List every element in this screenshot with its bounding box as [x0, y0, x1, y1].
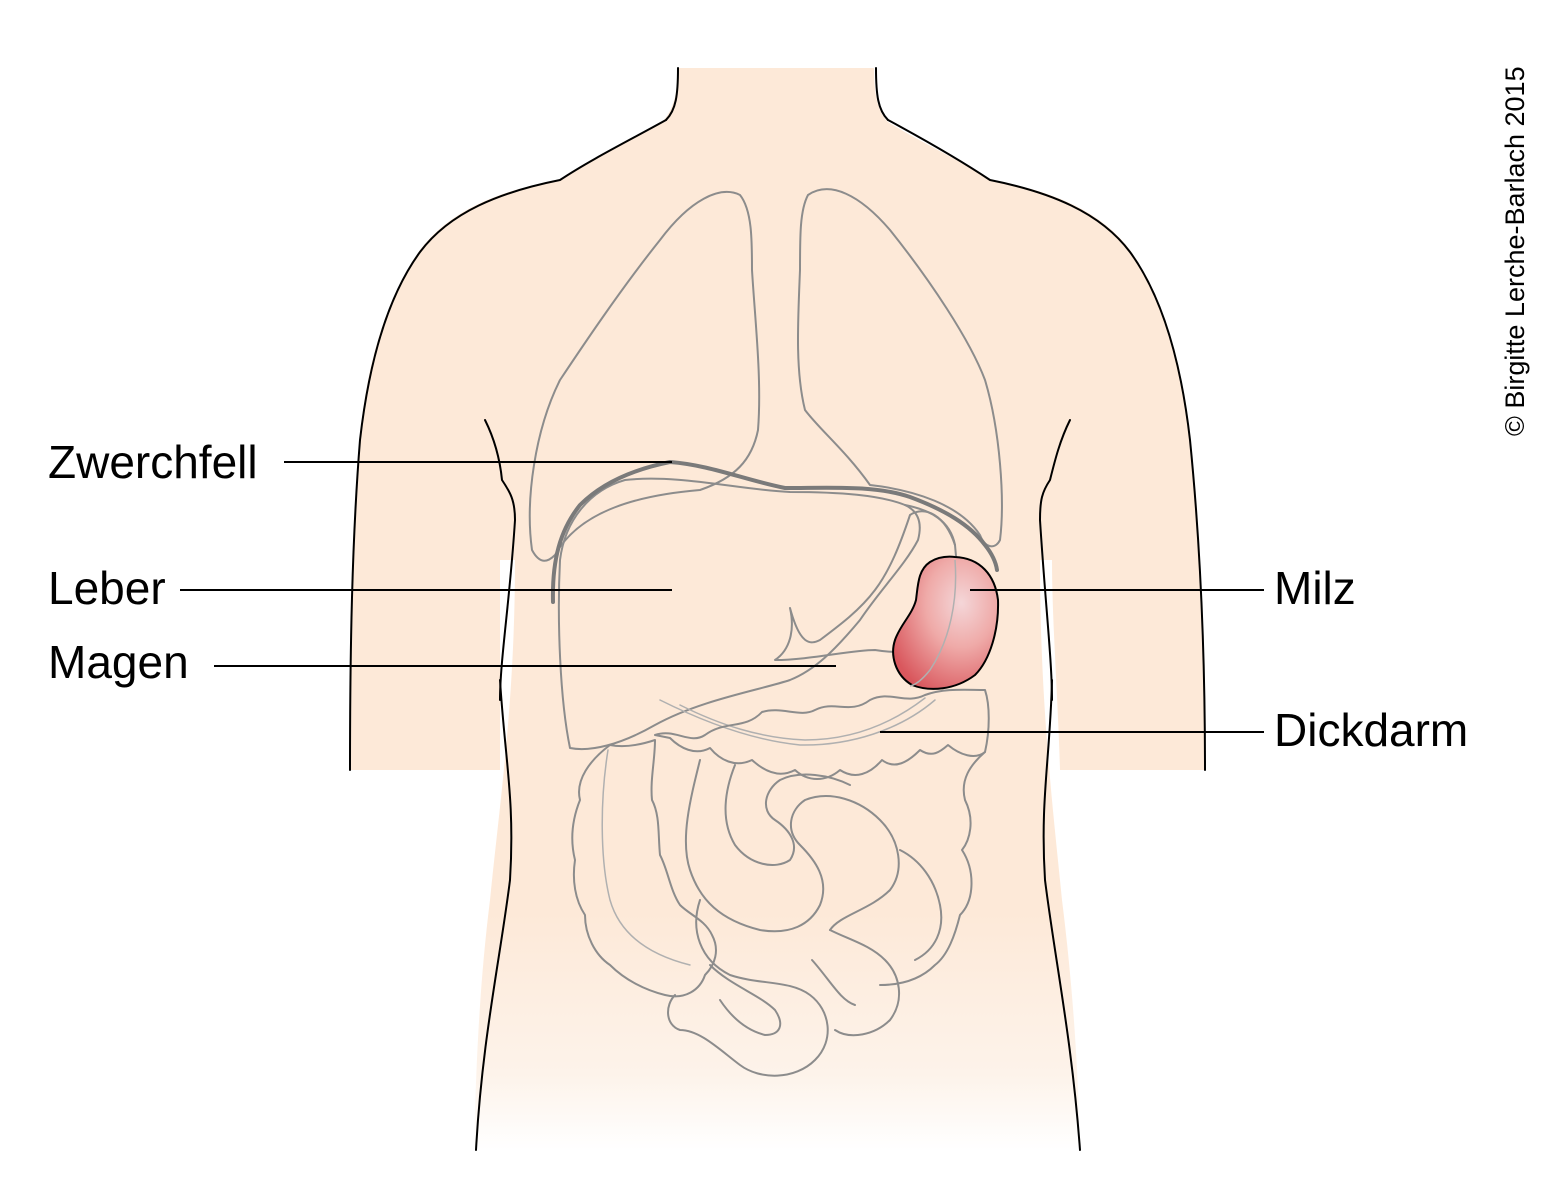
intestine-loop-2: [724, 764, 851, 866]
waist-right-outline: [1042, 679, 1081, 1151]
diaphragm: [550, 460, 999, 604]
stomach-outline: [774, 510, 959, 661]
small-intestine: [667, 759, 943, 1077]
intestine-loop-4: [709, 964, 782, 1036]
label-magen: Magen: [48, 636, 189, 688]
leader-lines: [180, 461, 1264, 733]
shoulder-left-outline: [349, 119, 667, 771]
liver-outline: [557, 477, 921, 751]
torso-fill: [350, 68, 1205, 1150]
neck-right-outline: [875, 67, 889, 121]
copyright-text: © Birgitte Lerche-Barlach 2015: [1500, 66, 1530, 436]
armpit-left-outline: [484, 419, 516, 701]
labels: Zwerchfell Leber Magen Milz Dickdarm: [48, 436, 1468, 756]
intestine-loop-1: [684, 759, 900, 933]
stomach: [659, 510, 959, 746]
ascending-colon-inner: [601, 749, 691, 966]
intestine-loop-6: [899, 849, 943, 961]
stomach-curve-inner: [679, 697, 926, 741]
intestine-loop-7: [811, 959, 856, 1006]
label-zwerchfell: Zwerchfell: [48, 436, 258, 488]
colon: [571, 688, 990, 998]
ascending-colon: [571, 739, 717, 998]
descending-colon: [879, 751, 986, 986]
label-dickdarm: Dickdarm: [1274, 704, 1468, 756]
label-leber: Leber: [48, 562, 166, 614]
torso: [349, 67, 1206, 1151]
label-milz: Milz: [1274, 562, 1356, 614]
waist-left-outline: [475, 679, 513, 1151]
spleen-inner-curve: [909, 559, 957, 687]
intestine-loop-3: [667, 899, 829, 1077]
shoulder-right-outline: [887, 119, 1206, 771]
transverse-colon: [654, 688, 990, 780]
stomach-curve: [659, 699, 936, 746]
armpit-right-outline: [1039, 419, 1071, 701]
neck-left-outline: [665, 67, 679, 121]
lung-left: [796, 188, 1003, 548]
intestine-loop-5: [829, 929, 901, 1037]
